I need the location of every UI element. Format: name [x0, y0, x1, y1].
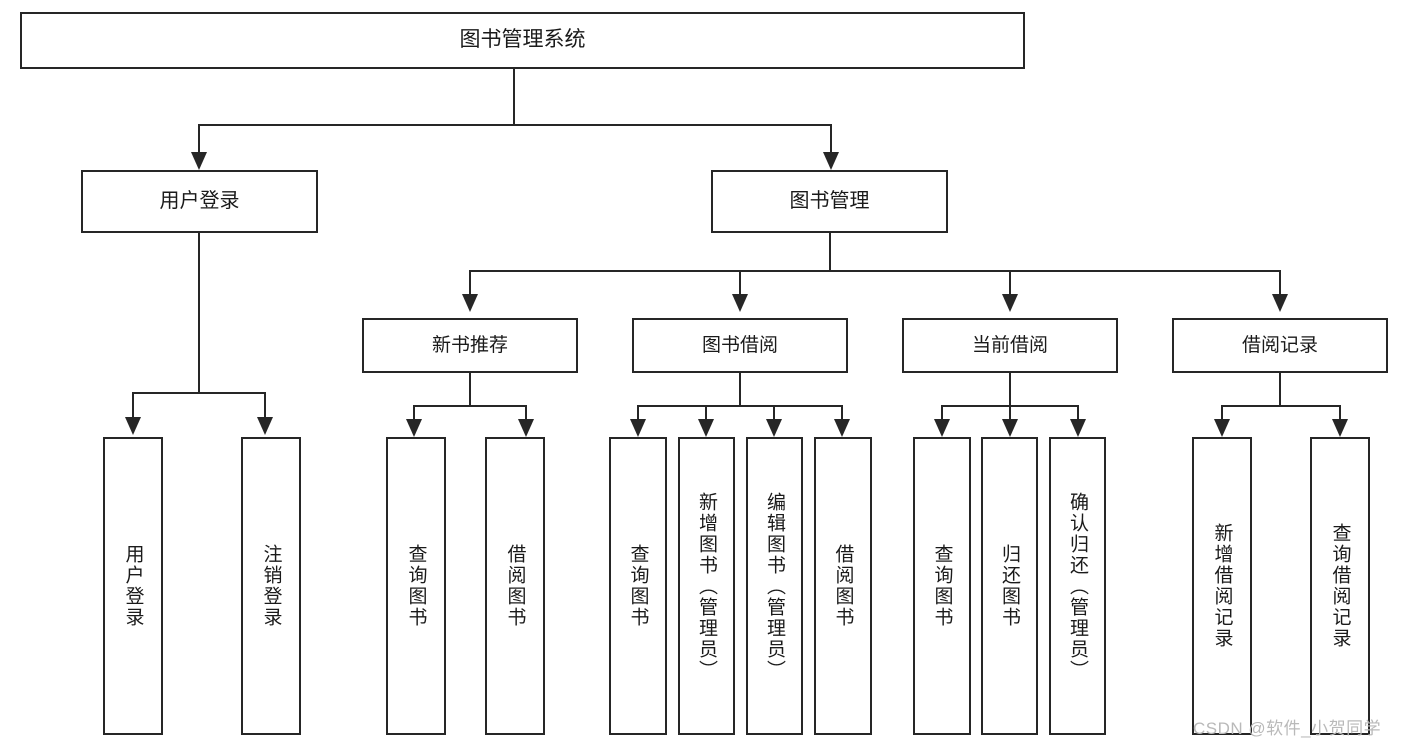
- leaf-label: 注销登录: [260, 544, 282, 628]
- arrowhead-to-new-book-recommendation: [462, 294, 478, 312]
- connector-book-borrow-branch-1: [637, 405, 639, 421]
- connector-new-book-branch-1: [413, 405, 415, 421]
- arrowhead-to-leaf-query-book-3: [934, 419, 950, 437]
- node-label: 用户登录: [159, 190, 240, 212]
- leaf-confirm-return-admin[interactable]: 确认归还（管理员）: [1049, 437, 1106, 735]
- node-label: 图书借阅: [701, 334, 778, 356]
- connector-user-login-branch-1: [132, 392, 134, 419]
- connector-user-login-stem: [198, 233, 200, 393]
- node-borrow-record[interactable]: 借阅记录: [1172, 318, 1388, 373]
- connector-book-borrow-bar: [637, 405, 841, 407]
- connector-l3-branch-3: [1009, 270, 1011, 296]
- arrowhead-to-book-borrow: [732, 294, 748, 312]
- connector-borrow-record-bar: [1221, 405, 1339, 407]
- arrowhead-to-leaf-borrow-book-1: [518, 419, 534, 437]
- connector-root-to-l2-right: [830, 124, 832, 154]
- leaf-query-book-current[interactable]: 查询图书: [913, 437, 971, 735]
- connector-book-borrow-branch-3: [773, 405, 775, 421]
- arrowhead-to-leaf-add-borrow-record: [1214, 419, 1230, 437]
- node-label: 当前借阅: [971, 334, 1048, 356]
- leaf-label: 借阅图书: [504, 544, 526, 628]
- connector-l3-branch-4: [1279, 270, 1281, 296]
- leaf-borrow-book-new-recommendation[interactable]: 借阅图书: [485, 437, 545, 735]
- leaf-label: 新增借阅记录: [1211, 523, 1233, 649]
- connector-book-borrow-stem: [739, 373, 741, 406]
- node-book-borrow[interactable]: 图书借阅: [632, 318, 848, 373]
- connector-borrow-record-branch-2: [1339, 405, 1341, 421]
- connector-current-borrow-stem: [1009, 373, 1011, 406]
- node-label: 图书管理: [789, 190, 870, 212]
- node-root-book-management-system[interactable]: 图书管理系统: [20, 12, 1025, 69]
- connector-new-book-bar: [413, 405, 527, 407]
- connector-new-book-branch-2: [525, 405, 527, 421]
- connector-book-borrow-branch-2: [705, 405, 707, 421]
- connector-current-borrow-branch-2: [1009, 405, 1011, 421]
- arrowhead-to-current-borrow: [1002, 294, 1018, 312]
- leaf-user-login[interactable]: 用户登录: [103, 437, 163, 735]
- connector-book-borrow-branch-4: [841, 405, 843, 421]
- node-label: 借阅记录: [1241, 334, 1318, 356]
- leaf-edit-book-admin[interactable]: 编辑图书（管理员）: [746, 437, 803, 735]
- connector-borrow-record-branch-1: [1221, 405, 1223, 421]
- arrowhead-to-book-management: [823, 152, 839, 170]
- connector-root-stem: [513, 69, 515, 125]
- leaf-label: 归还图书: [999, 544, 1020, 628]
- connector-book-management-bar: [469, 270, 1281, 272]
- connector-current-borrow-branch-1: [941, 405, 943, 421]
- arrowhead-to-leaf-query-book-1: [406, 419, 422, 437]
- node-current-borrow[interactable]: 当前借阅: [902, 318, 1118, 373]
- node-label: 新书推荐: [431, 334, 508, 356]
- leaf-return-book[interactable]: 归还图书: [981, 437, 1038, 735]
- arrowhead-to-leaf-add-book: [698, 419, 714, 437]
- leaf-query-book-new-recommendation[interactable]: 查询图书: [386, 437, 446, 735]
- leaf-add-book-admin[interactable]: 新增图书（管理员）: [678, 437, 735, 735]
- arrowhead-to-leaf-confirm-return: [1070, 419, 1086, 437]
- node-new-book-recommendation[interactable]: 新书推荐: [362, 318, 578, 373]
- leaf-query-book-borrow[interactable]: 查询图书: [609, 437, 667, 735]
- arrowhead-to-leaf-edit-book: [766, 419, 782, 437]
- connector-l3-branch-1: [469, 270, 471, 296]
- connector-root-bar: [198, 124, 832, 126]
- leaf-add-borrow-record[interactable]: 新增借阅记录: [1192, 437, 1252, 735]
- leaf-label: 确认归还（管理员）: [1067, 491, 1088, 681]
- connector-current-borrow-branch-3: [1077, 405, 1079, 421]
- node-user-login[interactable]: 用户登录: [81, 170, 318, 233]
- node-label: 图书管理系统: [459, 28, 586, 52]
- connector-user-login-branch-2: [264, 392, 266, 419]
- leaf-label: 查询图书: [405, 544, 427, 628]
- leaf-label: 编辑图书（管理员）: [764, 491, 785, 681]
- arrowhead-to-leaf-borrow-book-2: [834, 419, 850, 437]
- connector-l3-branch-2: [739, 270, 741, 296]
- connector-new-book-stem: [469, 373, 471, 406]
- node-book-management[interactable]: 图书管理: [711, 170, 948, 233]
- arrowhead-to-leaf-logout: [257, 417, 273, 435]
- leaf-query-borrow-record[interactable]: 查询借阅记录: [1310, 437, 1370, 735]
- connector-root-to-l2-left: [198, 124, 200, 154]
- leaf-label: 查询图书: [627, 544, 649, 628]
- arrowhead-to-leaf-return-book: [1002, 419, 1018, 437]
- connector-borrow-record-stem: [1279, 373, 1281, 406]
- connector-book-management-stem: [829, 233, 831, 271]
- leaf-label: 查询图书: [931, 544, 953, 628]
- arrowhead-to-leaf-query-borrow-record: [1332, 419, 1348, 437]
- arrowhead-to-leaf-user-login: [125, 417, 141, 435]
- arrowhead-to-leaf-query-book-2: [630, 419, 646, 437]
- arrowhead-to-borrow-record: [1272, 294, 1288, 312]
- leaf-label: 新增图书（管理员）: [696, 491, 717, 681]
- leaf-label: 查询借阅记录: [1329, 523, 1351, 649]
- arrowhead-to-user-login: [191, 152, 207, 170]
- leaf-label: 用户登录: [122, 544, 144, 628]
- connector-user-login-bar: [132, 392, 266, 394]
- leaf-logout[interactable]: 注销登录: [241, 437, 301, 735]
- leaf-borrow-book-borrow[interactable]: 借阅图书: [814, 437, 872, 735]
- leaf-label: 借阅图书: [832, 544, 854, 628]
